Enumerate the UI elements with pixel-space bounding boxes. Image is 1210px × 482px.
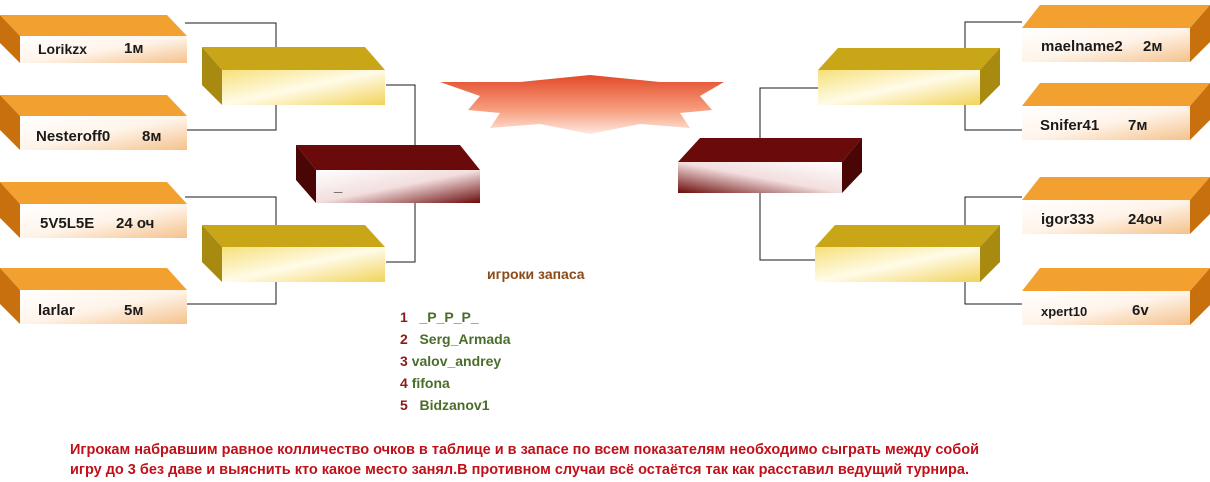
right-player-box-2: [1022, 83, 1210, 140]
reserves-title: игроки запаса: [487, 266, 585, 282]
notice-line-1: Игрокам набравшим равное колличество очк…: [70, 442, 979, 458]
center-banner-star: [440, 75, 724, 134]
left-player-2-name: Nesteroff0: [36, 128, 111, 145]
reserve-item: 5 Bidzanov1: [400, 397, 489, 413]
right-player-box-3: [1022, 177, 1210, 234]
left-player-box-4: [0, 268, 187, 324]
left-player-4-name: larlar: [38, 302, 75, 319]
left-semifinal-box-1: [202, 47, 385, 105]
right-player-4-score: 6v: [1132, 302, 1149, 319]
right-player-2-score: 7м: [1128, 117, 1148, 134]
reserve-item: 2 Serg_Armada: [400, 331, 511, 347]
reserve-item: 1 _P_P_P_: [400, 309, 479, 325]
left-player-3-score: 24 оч: [116, 215, 155, 232]
right-player-2-name: Snifer41: [1040, 117, 1100, 134]
left-final-box: [296, 145, 480, 203]
right-player-3-score: 24оч: [1128, 211, 1163, 228]
left-player-4-score: 5м: [124, 302, 144, 319]
left-final-label: _: [334, 178, 343, 195]
right-player-3-name: igor333: [1041, 211, 1095, 228]
left-player-2-score: 8м: [142, 128, 162, 145]
reserve-number: 4: [400, 375, 408, 391]
right-player-4-name: xpert10: [1041, 304, 1088, 319]
left-player-3-name: 5V5L5E: [40, 215, 95, 232]
right-semifinal-box-1: [818, 48, 1000, 105]
reserve-item: 4 fifona: [400, 375, 450, 391]
reserve-name: Bidzanov1: [419, 397, 490, 413]
tournament-notice: Игрокам набравшим равное колличество очк…: [70, 440, 1170, 480]
reserve-number: 1: [400, 309, 408, 325]
left-player-box-3: [0, 182, 187, 238]
right-player-box-4: [1022, 268, 1210, 325]
left-player-1-name: Lorikzx: [38, 41, 88, 57]
right-player-1-score: 2м: [1143, 38, 1163, 55]
right-semifinal-box-2: [815, 225, 1000, 282]
reserve-name: _P_P_P_: [419, 309, 479, 325]
right-player-box-1: [1022, 5, 1210, 62]
left-player-box-2: [0, 95, 187, 150]
right-final-box: [678, 138, 862, 193]
left-player-box-1: [0, 15, 187, 63]
reserve-number: 2: [400, 331, 408, 347]
reserve-number: 3: [400, 353, 408, 369]
notice-line-2: игру до 3 без даве и выяснить кто какое …: [70, 462, 970, 478]
reserve-number: 5: [400, 397, 408, 413]
left-player-1-score: 1м: [124, 40, 144, 57]
reserve-name: Serg_Armada: [419, 331, 511, 347]
right-player-1-name: maelname2: [1041, 38, 1123, 55]
left-semifinal-box-2: [202, 225, 385, 282]
reserve-name: valov_andrey: [411, 353, 502, 369]
reserve-name: fifona: [411, 375, 450, 391]
reserve-item: 3 valov_andrey: [400, 353, 501, 369]
